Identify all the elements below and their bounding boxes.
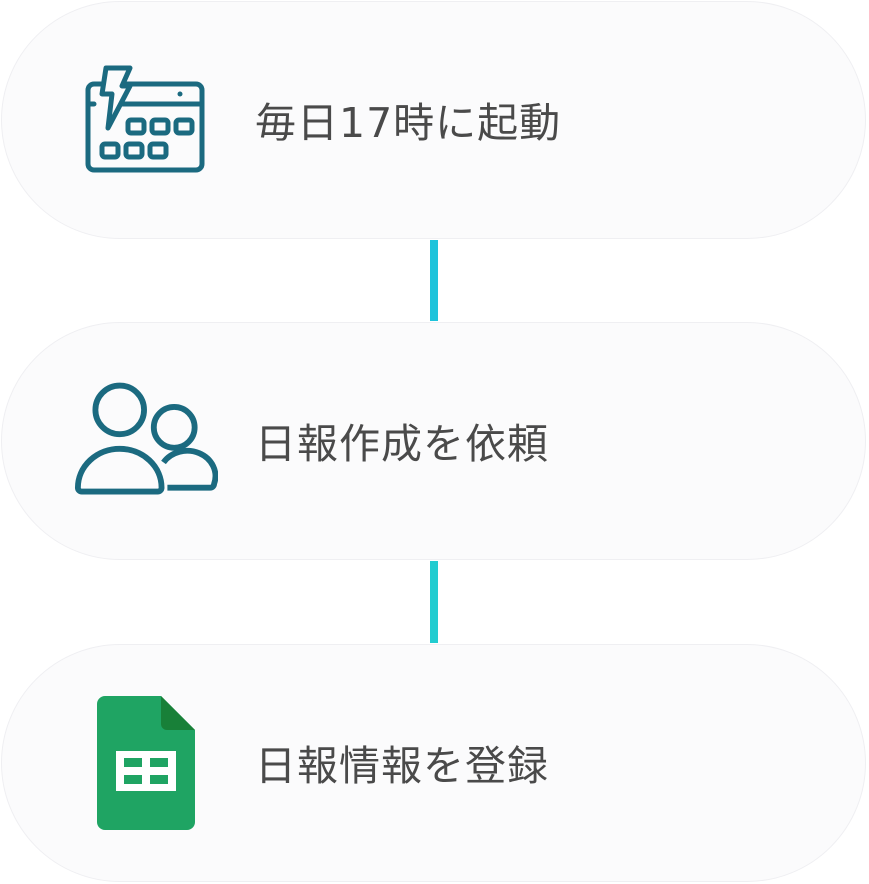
step-card-request: 日報作成を依頼 <box>1 322 866 560</box>
step-label: 日報作成を依頼 <box>255 419 549 468</box>
users-icon <box>74 376 218 506</box>
flow-connector <box>430 240 438 321</box>
step-card-register: 日報情報を登録 <box>1 644 866 882</box>
calendar-lightning-icon <box>74 55 218 185</box>
step-label: 日報情報を登録 <box>255 741 549 790</box>
step-label: 毎日17時に起動 <box>255 98 562 147</box>
flow-connector <box>430 561 438 643</box>
google-sheets-icon <box>74 696 218 830</box>
step-card-trigger: 毎日17時に起動 <box>1 1 866 239</box>
